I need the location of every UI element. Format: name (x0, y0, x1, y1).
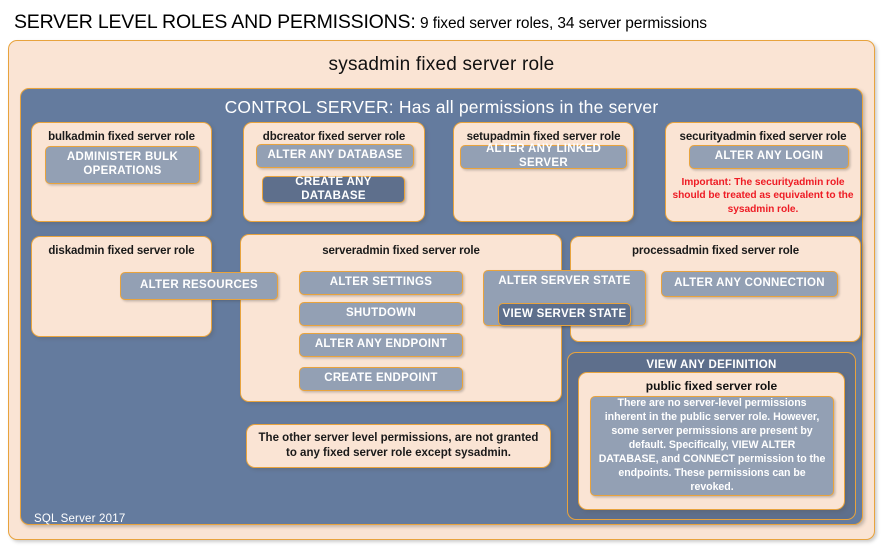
permission-chip-alter-any-connection: ALTER ANY CONNECTION (661, 271, 838, 297)
role-title-setupadmin: setupadmin fixed server role (466, 131, 621, 143)
role-title-processadmin: processadmin fixed server role (631, 245, 800, 257)
permission-chip-alter-resources: ALTER RESOURCES (120, 272, 278, 300)
role-title-serveradmin: serveradmin fixed server role (322, 245, 480, 257)
other-permissions-note: The other server level permissions, are … (246, 424, 551, 468)
permission-chip-alter-settings: ALTER SETTINGS (299, 271, 463, 295)
sql-server-version-label: SQL Server 2017 (34, 513, 126, 525)
permission-chip-administer-bulk-operations: ADMINISTER BULK OPERATIONS (45, 146, 200, 184)
role-card-securityadmin: securityadmin fixed server role (665, 122, 861, 222)
page-title-main: SERVER LEVEL ROLES AND PERMISSIONS: (14, 11, 416, 33)
view-any-definition-label: VIEW ANY DEFINITION (646, 359, 777, 371)
permission-chip-shutdown: SHUTDOWN (299, 302, 463, 326)
role-card-dbcreator: dbcreator fixed server role (243, 122, 425, 222)
page-title: SERVER LEVEL ROLES AND PERMISSIONS: 9 fi… (14, 8, 874, 36)
permission-chip-view-server-state: VIEW SERVER STATE (498, 303, 631, 326)
role-title-dbcreator: dbcreator fixed server role (262, 131, 406, 143)
role-title-diskadmin: diskadmin fixed server role (48, 245, 195, 257)
permission-chip-alter-any-linked-server: ALTER ANY LINKED SERVER (460, 143, 627, 169)
sysadmin-role-label: sysadmin fixed server role (328, 54, 555, 75)
permission-chip-alter-any-database: ALTER ANY DATABASE (256, 144, 414, 168)
permission-chip-alter-any-login: ALTER ANY LOGIN (689, 145, 849, 169)
role-card-setupadmin: setupadmin fixed server role (453, 122, 634, 222)
permission-chip-create-any-database: CREATE ANY DATABASE (262, 176, 405, 203)
page-title-subtitle: 9 fixed server roles, 34 server permissi… (420, 15, 707, 32)
public-role-description-note: There are no server-level permissions in… (590, 396, 834, 496)
control-server-label: CONTROL SERVER: Has all permissions in t… (224, 97, 659, 117)
securityadmin-warning-note: Important: The securityadmin role should… (672, 177, 854, 215)
permission-chip-create-endpoint: CREATE ENDPOINT (299, 367, 463, 391)
role-title-securityadmin: securityadmin fixed server role (679, 131, 847, 143)
role-title-bulkadmin: bulkadmin fixed server role (48, 131, 195, 143)
role-title-public: public fixed server role (645, 379, 778, 393)
permission-chip-alter-any-endpoint: ALTER ANY ENDPOINT (299, 333, 463, 357)
